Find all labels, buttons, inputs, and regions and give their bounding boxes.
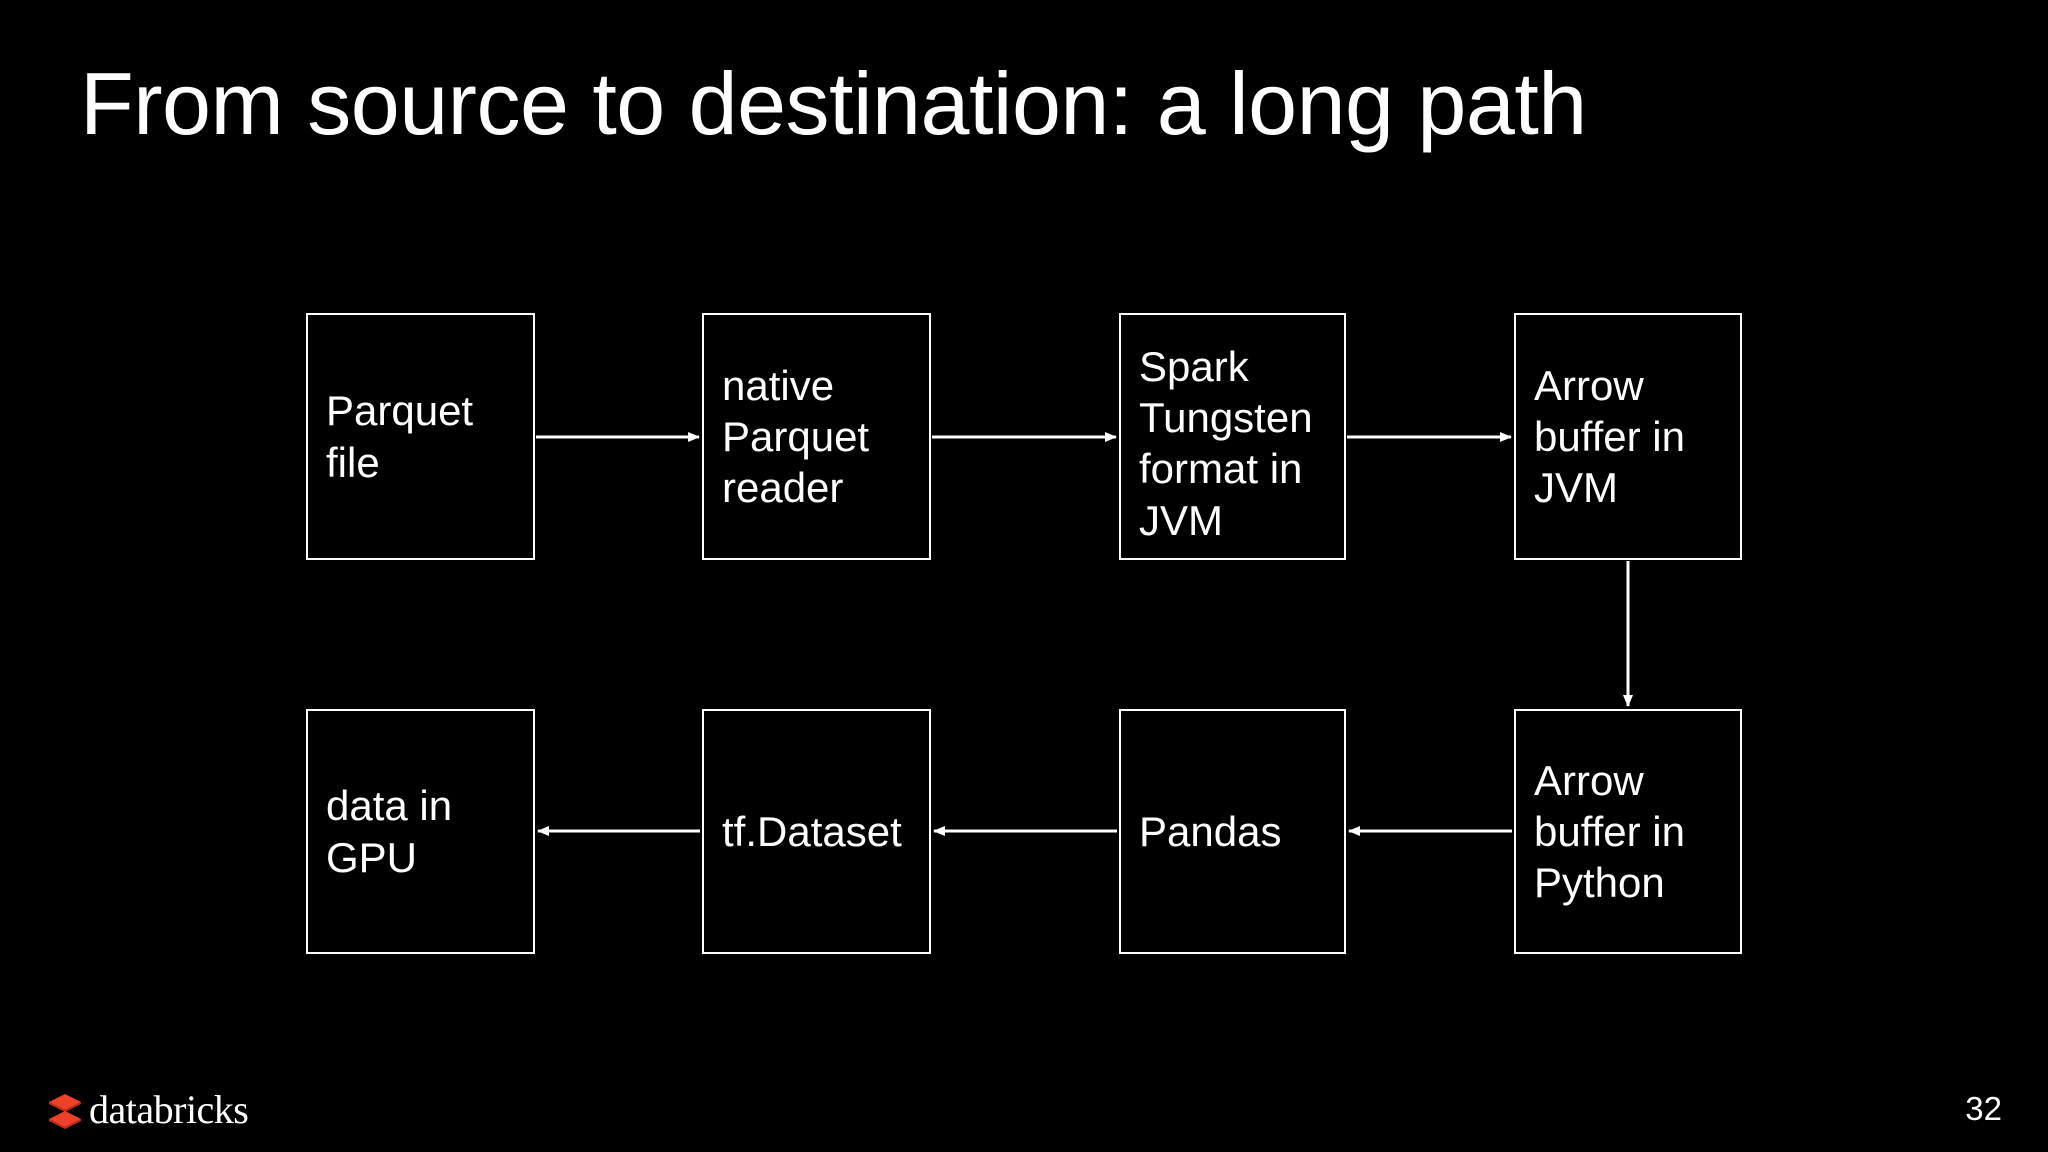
node-line: Arrow (1534, 361, 1644, 409)
node-line: format in (1139, 445, 1303, 493)
node-line: data in (326, 782, 453, 830)
databricks-logo: databricks (48, 1087, 249, 1132)
brick-bottom-shade (49, 1119, 81, 1129)
brick-top (49, 1094, 81, 1110)
page-number: 32 (1965, 1090, 2002, 1127)
databricks-bricks-icon (49, 1094, 81, 1129)
node-line: Python (1534, 859, 1665, 907)
node-line: native (722, 361, 835, 409)
node-pandas: Pandas (1119, 709, 1346, 954)
node-line: GPU (326, 833, 418, 881)
node-line: JVM (1139, 496, 1223, 544)
node-line: Pandas (1139, 807, 1282, 855)
brick-bottom (49, 1111, 81, 1127)
node-line: buffer in (1534, 807, 1685, 855)
node-tf-dataset: tf.Dataset (702, 709, 931, 954)
node-line: file (326, 438, 380, 486)
node-line: tf.Dataset (722, 807, 902, 855)
databricks-wordmark: databricks (89, 1087, 249, 1132)
node-line: Tungsten (1139, 394, 1313, 442)
page-title: From source to destination: a long path (80, 54, 1587, 153)
node-line: Arrow (1534, 756, 1644, 804)
brick-top-shade (49, 1102, 81, 1112)
node-line: Parquet (326, 387, 474, 435)
node-line: JVM (1534, 464, 1618, 512)
node-line: Parquet (722, 412, 870, 460)
node-line: reader (722, 464, 844, 512)
node-line: Spark (1139, 343, 1249, 390)
node-line: buffer in (1534, 412, 1685, 460)
